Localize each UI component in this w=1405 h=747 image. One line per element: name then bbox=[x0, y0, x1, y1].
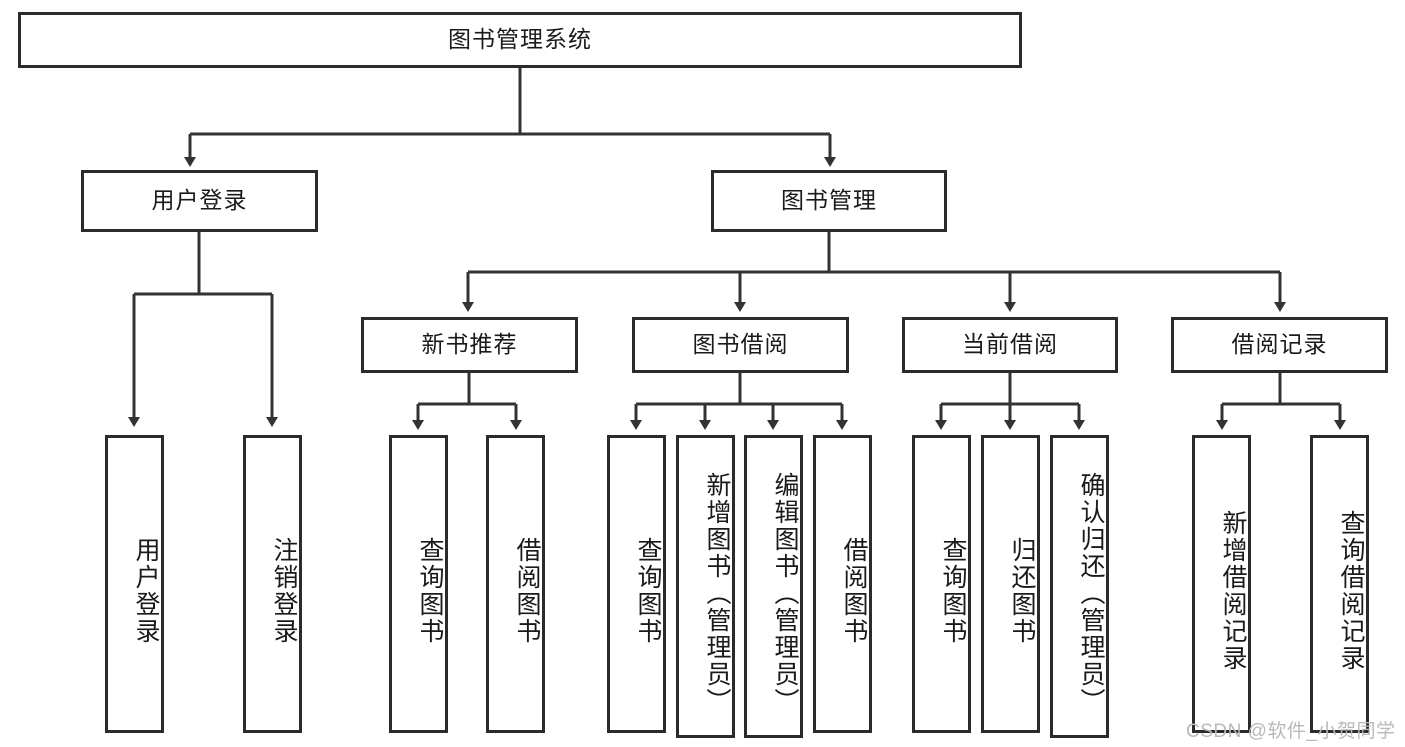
node-current-borrow-label: 当前借阅 bbox=[962, 331, 1058, 358]
node-book-management-label: 图书管理 bbox=[781, 187, 877, 214]
node-book-borrow[interactable]: 图书借阅 bbox=[632, 317, 849, 373]
csdn-watermark: CSDN @软件_小贺同学 bbox=[1186, 721, 1396, 742]
leaf-borrow-edit-book-admin[interactable]: 编辑图书（管理员） bbox=[744, 435, 803, 738]
node-root-label: 图书管理系统 bbox=[448, 26, 592, 53]
leaf-new-book-borrow[interactable]: 借阅图书 bbox=[486, 435, 545, 733]
leaf-label: 确认归还（管理员） bbox=[1077, 472, 1105, 715]
leaf-label: 查询图书 bbox=[634, 537, 662, 645]
leaf-user-login-logout[interactable]: 注销登录 bbox=[243, 435, 302, 733]
leaf-label: 新增借阅记录 bbox=[1219, 510, 1247, 672]
node-borrow-record[interactable]: 借阅记录 bbox=[1171, 317, 1388, 373]
leaf-user-login-login[interactable]: 用户登录 bbox=[105, 435, 164, 733]
leaf-borrow-query-book[interactable]: 查询图书 bbox=[607, 435, 666, 733]
node-user-login[interactable]: 用户登录 bbox=[81, 170, 318, 232]
node-book-borrow-label: 图书借阅 bbox=[692, 331, 789, 358]
leaf-borrow-add-book-admin[interactable]: 新增图书（管理员） bbox=[676, 435, 735, 738]
leaf-new-book-query[interactable]: 查询图书 bbox=[389, 435, 448, 733]
leaf-borrow-borrow-book[interactable]: 借阅图书 bbox=[813, 435, 872, 733]
node-borrow-record-label: 借阅记录 bbox=[1231, 331, 1328, 358]
leaf-label: 查询借阅记录 bbox=[1337, 510, 1365, 672]
leaf-label: 注销登录 bbox=[270, 537, 298, 645]
leaf-record-add[interactable]: 新增借阅记录 bbox=[1192, 435, 1251, 733]
leaf-label: 新增图书（管理员） bbox=[703, 472, 731, 715]
node-current-borrow[interactable]: 当前借阅 bbox=[902, 317, 1118, 373]
leaf-label: 借阅图书 bbox=[840, 537, 868, 645]
node-root[interactable]: 图书管理系统 bbox=[18, 12, 1022, 68]
leaf-label: 查询图书 bbox=[939, 537, 967, 645]
leaf-record-query[interactable]: 查询借阅记录 bbox=[1310, 435, 1369, 733]
leaf-label: 查询图书 bbox=[416, 537, 444, 645]
node-new-book-recommend-label: 新书推荐 bbox=[421, 331, 518, 358]
leaf-label: 编辑图书（管理员） bbox=[771, 472, 799, 715]
node-book-management[interactable]: 图书管理 bbox=[711, 170, 947, 232]
leaf-current-query-book[interactable]: 查询图书 bbox=[912, 435, 971, 733]
leaf-current-confirm-return-admin[interactable]: 确认归还（管理员） bbox=[1050, 435, 1109, 738]
leaf-current-return-book[interactable]: 归还图书 bbox=[981, 435, 1040, 733]
leaf-label: 借阅图书 bbox=[513, 537, 541, 645]
node-new-book-recommend[interactable]: 新书推荐 bbox=[361, 317, 578, 373]
node-user-login-label: 用户登录 bbox=[151, 187, 248, 214]
leaf-label: 归还图书 bbox=[1008, 537, 1036, 645]
leaf-label: 用户登录 bbox=[132, 537, 160, 645]
